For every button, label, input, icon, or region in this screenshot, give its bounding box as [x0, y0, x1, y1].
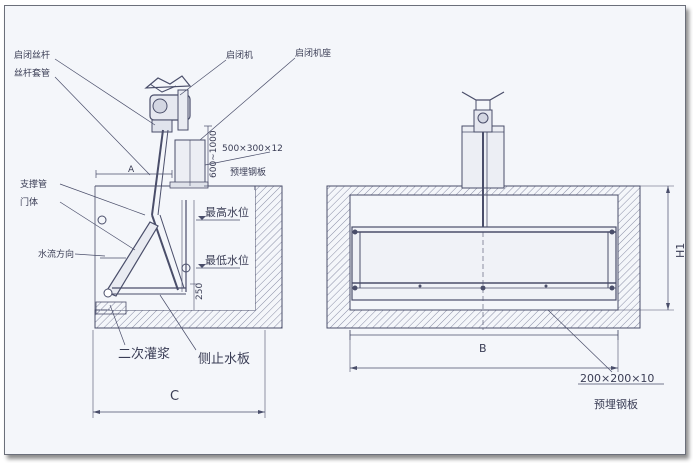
- label-dim-h1: H1: [674, 243, 687, 258]
- label-sigan-taoguan: 丝杆套管: [14, 67, 50, 79]
- label-range-dim: 600~1000: [209, 130, 219, 178]
- label-zhicheng-guan: 支撑管: [20, 178, 47, 190]
- label-dim-250: 250: [195, 283, 205, 300]
- label-qibiji: 启闭机: [226, 49, 253, 61]
- label-zuigao-shuiwei: 最高水位: [205, 205, 249, 219]
- label-qibiji-zuo: 启闭机座: [295, 47, 331, 59]
- front-elevation-view: [326, 91, 674, 385]
- hoist-machine: [144, 75, 192, 133]
- screw-stem: [151, 129, 164, 216]
- label-zuidi-shuiwei: 最低水位: [205, 253, 249, 267]
- label-shuiliu-fangxiang: 水流方向: [38, 248, 74, 260]
- label-plate-size-2: 200×200×10: [580, 372, 654, 385]
- label-erci-guanjiang: 二次灌浆: [118, 346, 170, 362]
- label-plate-size: 500×300×12: [222, 144, 283, 154]
- leader-lines-left: [54, 57, 296, 351]
- side-section-view: [54, 57, 296, 418]
- label-yumai-gangban-small: 预埋钢板: [230, 166, 266, 178]
- label-dim-b: B: [479, 342, 487, 355]
- label-qibi-sigan: 启闭丝杆: [14, 49, 50, 61]
- label-menti: 门体: [20, 196, 38, 208]
- drawing-labels: 启闭丝杆 丝杆套管 启闭机 启闭机座 500×300×12 预埋钢板 600~1…: [14, 47, 687, 411]
- label-dim-c: C: [170, 389, 179, 404]
- label-cezhi-shuiban: 侧止水板: [198, 352, 250, 367]
- gate-leaf: [105, 221, 159, 297]
- label-yumai-gangban-large: 预埋钢板: [594, 397, 638, 411]
- label-dim-a: A: [128, 165, 135, 175]
